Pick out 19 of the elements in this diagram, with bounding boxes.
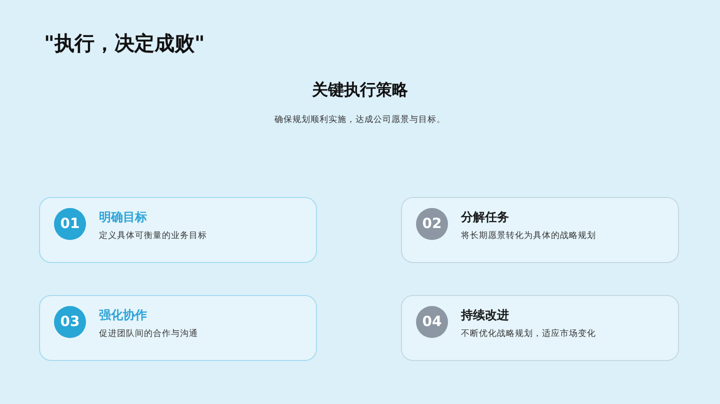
step-heading: 分解任务 [461, 209, 509, 226]
step-description: 定义具体可衡量的业务目标 [99, 230, 207, 242]
step-description: 不断优化战略规划，适应市场变化 [461, 328, 596, 340]
number-badge: 04 [416, 306, 448, 338]
subtitle: 确保规划顺利实施，达成公司愿景与目标。 [274, 114, 446, 126]
step-description: 将长期愿景转化为具体的战略规划 [461, 230, 596, 242]
title: "执行，决定成败" [44, 30, 205, 57]
step-heading: 强化协作 [99, 307, 147, 324]
heading: 关键执行策略 [310, 80, 409, 101]
step-card [401, 295, 679, 361]
number-badge: 03 [54, 306, 86, 338]
step-card [39, 197, 317, 263]
step-card [39, 295, 317, 361]
step-description: 促进团队间的合作与沟通 [99, 328, 198, 340]
step-card [401, 197, 679, 263]
number-badge: 02 [416, 208, 448, 240]
step-heading: 持续改进 [461, 307, 509, 324]
step-heading: 明确目标 [99, 209, 147, 226]
number-badge: 01 [54, 208, 86, 240]
